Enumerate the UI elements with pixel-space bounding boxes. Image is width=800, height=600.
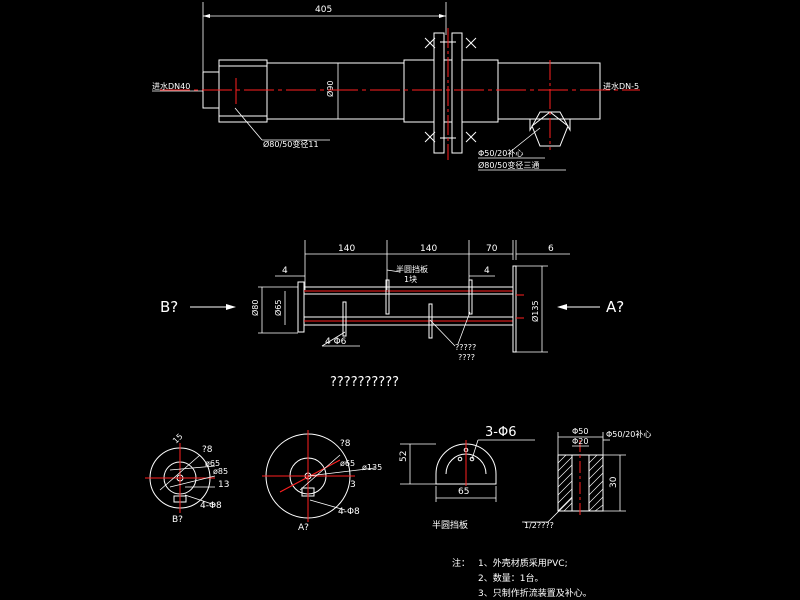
half-baffle-detail: 52 65 3-Φ6 半圆挡板 xyxy=(399,425,535,531)
bushing-label: Φ50/20补心 xyxy=(606,429,651,439)
baffle-leader-label: 半圆挡板 xyxy=(396,264,428,274)
notes-line-3: 3、只制作折流装置及补心。 xyxy=(478,587,592,599)
baffle-title: 半圆挡板 xyxy=(432,519,468,531)
notes-line-1: 1、外壳材质采用PVC; xyxy=(478,557,568,569)
view-b-label: B? xyxy=(172,515,183,525)
dim-140-a: 140 xyxy=(338,244,355,254)
notes: 注： 1、外壳材质采用PVC; 2、数量：1台。 3、只制作折流装置及补心。 xyxy=(452,557,592,599)
qty-leader-label: 1块 xyxy=(404,274,417,284)
baffle-holes: 3-Φ6 xyxy=(485,425,516,440)
view-b-d85: ø85 xyxy=(213,467,228,476)
baffle-d65: 65 xyxy=(458,487,469,497)
notes-prefix: 注： xyxy=(452,557,470,569)
view-b-d65: ø65 xyxy=(205,459,220,468)
view-a-d3: 3 xyxy=(350,480,356,490)
dim-d135: Ø135 xyxy=(530,300,540,322)
notes-line-2: 2、数量：1台。 xyxy=(478,572,543,584)
section-note-1: ????? xyxy=(455,343,476,352)
view-b-marker: B? xyxy=(160,298,178,316)
dim-d80: Ø80 xyxy=(250,300,260,316)
section-view: 140 140 70 6 4 4 Ø80 Ø65 xyxy=(160,240,624,362)
dim-d65: Ø65 xyxy=(273,300,283,316)
bushing-d20: Φ20 xyxy=(572,437,588,446)
section-caption: ?????????? xyxy=(330,375,399,390)
dim-70: 70 xyxy=(486,244,498,254)
dim-d90: Ø90 xyxy=(325,81,335,97)
dim-4-b: 4 xyxy=(484,266,490,276)
view-a-holes: 4-Φ8 xyxy=(338,507,360,517)
view-a: ?8 ø65 ø135 3 4-Φ8 A? xyxy=(262,430,382,533)
view-b-holes: 4-Φ8 xyxy=(200,501,222,511)
inlet-label: 进水DN40 xyxy=(152,81,190,91)
view-b-d13: 13 xyxy=(218,480,229,490)
section-note-2: ???? xyxy=(458,353,475,362)
view-a-d135: ø135 xyxy=(362,463,382,472)
view-a-label: A? xyxy=(298,523,309,533)
view-b-d8: ?8 xyxy=(202,445,213,455)
bushing-ratio: 1/2???? xyxy=(524,521,554,530)
bushing-label-top: Φ50/20补心 xyxy=(478,148,523,158)
bushing-d30: 30 xyxy=(609,476,619,488)
view-a-d65: ø65 xyxy=(340,459,355,468)
dim-405: 405 xyxy=(315,5,332,15)
reducer-label-2: Ø80/50变径三通 xyxy=(478,160,539,170)
reducer-label-1: Ø80/50变径11 xyxy=(263,139,319,149)
holes-4-d6: 4 Φ6 xyxy=(325,337,347,347)
bushing-d50: Φ50 xyxy=(572,427,588,436)
top-view: 405 Ø90 xyxy=(152,2,640,171)
view-b: 15 ?8 ø65 ø85 13 4-Φ8 B? xyxy=(145,432,229,525)
view-a-d8: ?8 xyxy=(340,439,351,449)
dim-4-a: 4 xyxy=(282,266,288,276)
bushing-detail: Φ50 Φ20 Φ50/20补心 30 1/2???? xyxy=(522,427,651,530)
dim-6: 6 xyxy=(548,244,554,254)
dim-140-b: 140 xyxy=(420,244,437,254)
baffle-d52: 52 xyxy=(399,451,409,462)
view-b-d15: 15 xyxy=(171,432,185,446)
outlet-label: 进水DN-5 xyxy=(603,81,639,91)
view-a-marker: A? xyxy=(606,298,624,316)
